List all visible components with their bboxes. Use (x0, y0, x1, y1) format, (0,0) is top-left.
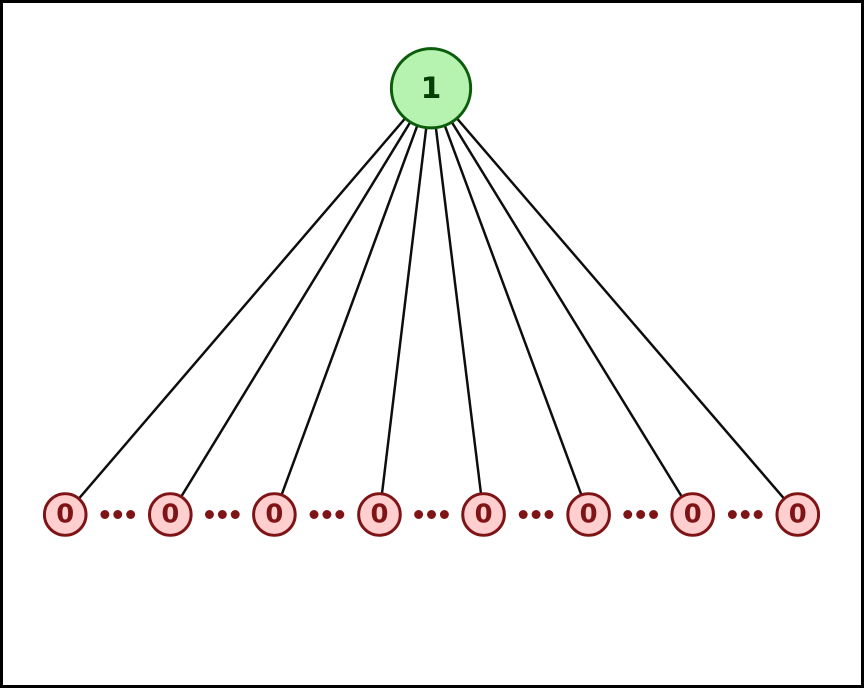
leaf-node-circle (566, 492, 611, 537)
leaf-node-7: 0 (775, 492, 821, 537)
ellipsis-dot (544, 510, 554, 519)
ellipsis-dot (113, 510, 123, 519)
leaf-node-circle (775, 492, 821, 537)
ellipsis-dot (217, 510, 227, 519)
leaf-node-label: 0 (265, 500, 283, 530)
edge-root-to-leaf-2 (273, 87, 433, 515)
ellipsis-dot (414, 510, 424, 519)
edge-root-to-leaf-5 (429, 87, 590, 515)
root-node: 1 (389, 47, 473, 130)
ellipsis-dot (126, 510, 136, 519)
edge-root-to-leaf-6 (429, 87, 694, 516)
edge-root-to-leaf-1 (169, 87, 433, 516)
edge-root-to-leaf-7 (430, 87, 799, 516)
leaf-node-label: 0 (370, 500, 388, 530)
ellipsis-dot (518, 510, 528, 519)
ellipsis-dot (335, 510, 345, 519)
ellipsis-dot (740, 510, 750, 519)
graph-canvas: 0 0 0 0 0 0 0 0 1 (42, 47, 821, 537)
edge-root-to-leaf-0 (64, 87, 432, 516)
ellipsis-dot (322, 510, 332, 519)
leaf-node-label: 0 (789, 500, 807, 530)
leaf-node-label: 0 (56, 500, 74, 530)
leaf-node-label: 0 (684, 500, 702, 530)
leaf-node-circle (42, 492, 88, 537)
ellipsis-dot (204, 510, 214, 519)
leaf-node-label: 0 (580, 500, 598, 530)
ellipsis-dot (309, 510, 319, 519)
root-node-label: 1 (421, 71, 442, 106)
leaf-node-label: 0 (475, 500, 493, 530)
leaf-node-6: 0 (670, 492, 716, 537)
ellipsis-dot (531, 510, 541, 519)
root-node-circle (389, 47, 473, 130)
leaf-node-circle (357, 492, 402, 537)
leaf-node-3: 0 (357, 492, 402, 537)
leaf-node-1: 0 (147, 492, 193, 537)
ellipsis-dot (636, 510, 646, 519)
leaf-node-label: 0 (161, 500, 179, 530)
ellipsis-dot (649, 510, 659, 519)
edge-root-to-leaf-3 (378, 88, 433, 515)
ellipsis-dot (439, 510, 449, 519)
leaf-node-4: 0 (461, 492, 506, 537)
ellipsis-dot (100, 510, 110, 519)
leaf-node-circle (461, 492, 506, 537)
leaf-node-0: 0 (42, 492, 88, 537)
leaf-node-2: 0 (252, 492, 297, 537)
ellipsis-dot (230, 510, 240, 519)
leaf-node-circle (670, 492, 716, 537)
leaf-node-circle (147, 492, 193, 537)
ellipsis-dot (753, 510, 763, 519)
ellipsis-dot (623, 510, 633, 519)
ellipsis-dot (427, 510, 436, 519)
ellipsis-dot (727, 510, 737, 519)
leaf-node-5: 0 (566, 492, 611, 537)
leaf-node-circle (252, 492, 297, 537)
edge-root-to-leaf-4 (429, 88, 485, 515)
